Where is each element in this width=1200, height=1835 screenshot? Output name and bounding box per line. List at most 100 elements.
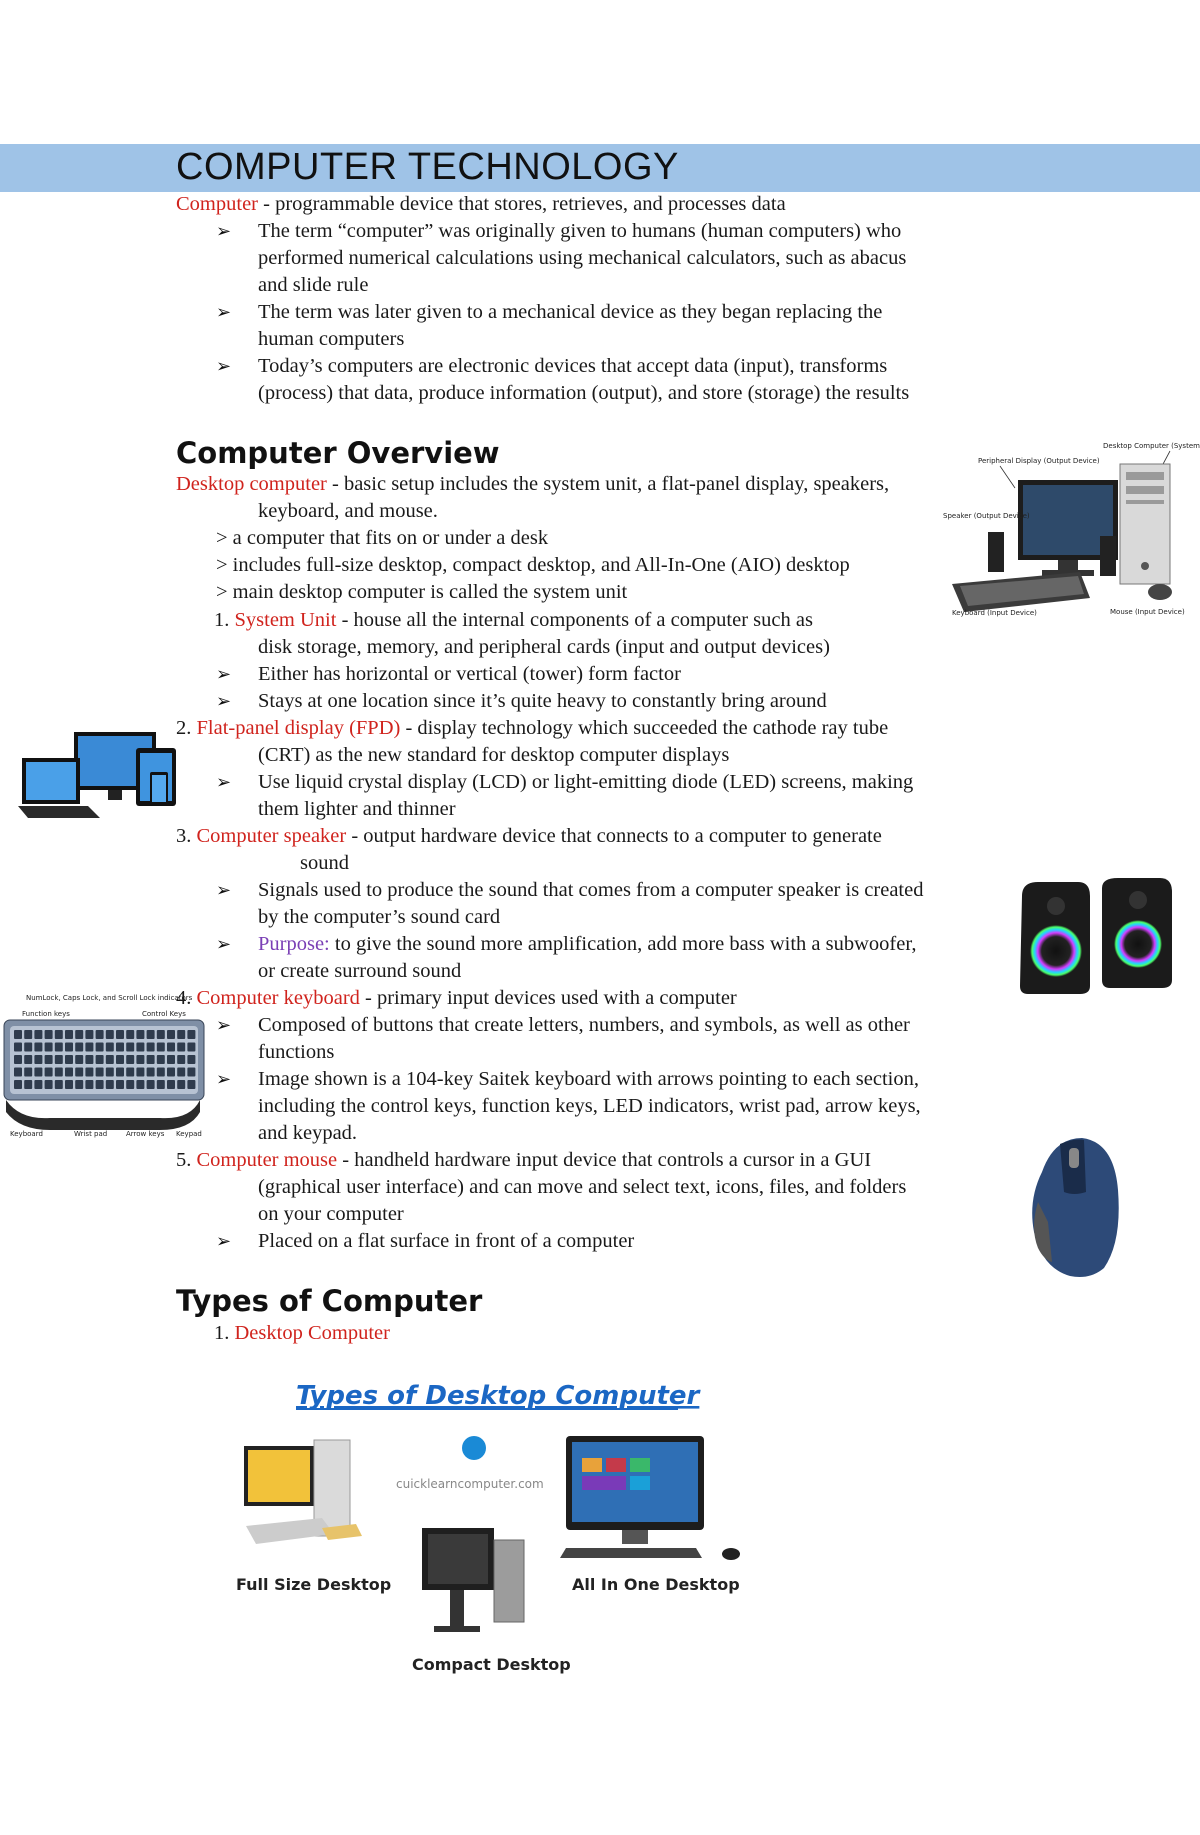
- keyboard-key: [167, 1055, 175, 1064]
- keyboard-keys: [14, 1030, 196, 1089]
- keyboard-key: [44, 1080, 53, 1089]
- keyboard-key: [146, 1055, 155, 1064]
- page-title: COMPUTER TECHNOLOGY: [176, 146, 679, 188]
- label-full-size-desktop: Full Size Desktop: [236, 1575, 391, 1594]
- label-desktop-computer: Desktop Computer (System Unit): [1103, 442, 1200, 450]
- bullet-icon: ➢: [216, 691, 232, 711]
- keyboard-bullet-1-line-1: Composed of buttons that create letters,…: [258, 1014, 910, 1036]
- keyboard-key: [136, 1055, 145, 1064]
- label-compact-desktop: Compact Desktop: [412, 1655, 571, 1674]
- keyboard-key: [187, 1055, 196, 1064]
- keyboard-key: [146, 1080, 155, 1089]
- keyboard-key: [126, 1080, 135, 1089]
- keyboard-key: [65, 1067, 73, 1077]
- keyboard-key: [65, 1080, 73, 1089]
- keyboard-key: [146, 1067, 155, 1077]
- intro-definition: Computer - programmable device that stor…: [176, 193, 786, 215]
- keyboard-bullet-1-line-2: functions: [258, 1041, 335, 1063]
- bullet-icon: ➢: [216, 221, 232, 241]
- keyboard-key: [95, 1055, 104, 1064]
- keyboard-key: [34, 1067, 43, 1077]
- heading-computer-overview: Computer Overview: [176, 436, 500, 470]
- speaker-item: 3. Computer speaker - output hardware de…: [176, 825, 882, 847]
- desktop-definition-line-2: keyboard, and mouse.: [258, 500, 438, 522]
- keyboard-bullet-2-line-2: including the control keys, function key…: [258, 1095, 921, 1117]
- keyboard-key: [167, 1080, 175, 1089]
- fpd-bullet-line-2: them lighter and thinner: [258, 798, 456, 820]
- label-mouse-input: Mouse (Input Device): [1110, 608, 1185, 616]
- keyboard-key: [136, 1067, 145, 1077]
- keyboard-key: [116, 1080, 124, 1089]
- bullet-icon: ➢: [216, 356, 232, 376]
- types-image-title: Types of Desktop Computer: [296, 1381, 702, 1411]
- keyboard-diagram-image: NumLock, Caps Lock, and Scroll Lock indi…: [0, 992, 210, 1138]
- label-lock-indicators: NumLock, Caps Lock, and Scroll Lock indi…: [26, 994, 193, 1002]
- keyboard-key: [85, 1055, 94, 1064]
- mouse-bullet-1: Placed on a flat surface in front of a c…: [258, 1230, 635, 1252]
- intro-bullet-2-line-2: human computers: [258, 328, 405, 350]
- keyboard-key: [44, 1067, 53, 1077]
- keyboard-key: [24, 1080, 33, 1089]
- keyboard-key: [44, 1030, 53, 1039]
- keyboard-key: [44, 1042, 53, 1052]
- term-flat-panel-display: Flat-panel display (FPD): [196, 717, 401, 739]
- system-unit-bullet-1: Either has horizontal or vertical (tower…: [258, 663, 681, 685]
- keyboard-key: [34, 1055, 43, 1064]
- term-desktop-computer-type: Desktop Computer: [234, 1322, 390, 1344]
- keyboard-key: [95, 1042, 104, 1052]
- keyboard-key: [14, 1080, 22, 1089]
- keyboard-key: [126, 1042, 135, 1052]
- system-unit-line-2: disk storage, memory, and peripheral car…: [258, 636, 830, 658]
- bullet-icon: ➢: [216, 934, 232, 954]
- keyboard-key: [95, 1067, 104, 1077]
- keyboard-key: [95, 1080, 104, 1089]
- intro-bullet-1-line-2: performed numerical calculations using m…: [258, 247, 907, 269]
- intro-bullet-1-line-3: and slide rule: [258, 274, 369, 296]
- mouse-image: [1024, 1132, 1126, 1280]
- desktop-note-1: > a computer that fits on or under a des…: [216, 527, 549, 549]
- keyboard-bullet-2-line-1: Image shown is a 104-key Saitek keyboard…: [258, 1068, 919, 1090]
- keyboard-key: [54, 1067, 63, 1077]
- keyboard-key: [105, 1042, 114, 1052]
- keyboard-key: [85, 1030, 94, 1039]
- heading-types-of-computer: Types of Computer: [176, 1284, 483, 1318]
- intro-bullet-3-line-2: (process) that data, produce information…: [258, 382, 910, 404]
- keyboard-key: [156, 1042, 165, 1052]
- label-keyboard: Keyboard: [10, 1130, 43, 1138]
- keyboard-key: [146, 1042, 155, 1052]
- system-unit-item: 1. System Unit - house all the internal …: [214, 609, 813, 631]
- fpd-bullet-line-1: Use liquid crystal display (LCD) or ligh…: [258, 771, 914, 793]
- speaker-bullet-1-line-1: Signals used to produce the sound that c…: [258, 879, 924, 901]
- keyboard-key: [14, 1055, 22, 1064]
- mouse-line-3: on your computer: [258, 1203, 404, 1225]
- keyboard-key: [187, 1042, 196, 1052]
- keyboard-key: [156, 1030, 165, 1039]
- label-keypad: Keypad: [176, 1130, 202, 1138]
- keyboard-key: [75, 1055, 84, 1064]
- keyboard-key: [187, 1067, 196, 1077]
- label-function-keys: Function keys: [22, 1010, 70, 1018]
- mouse-item: 5. Computer mouse - handheld hardware in…: [176, 1149, 872, 1171]
- keyboard-key: [54, 1030, 63, 1039]
- bullet-icon: ➢: [216, 1015, 232, 1035]
- keyboard-key: [167, 1030, 175, 1039]
- keyboard-key: [116, 1030, 124, 1039]
- keyboard-key: [85, 1067, 94, 1077]
- keyboard-key: [75, 1080, 84, 1089]
- keyboard-key: [14, 1067, 22, 1077]
- keyboard-key: [105, 1080, 114, 1089]
- term-computer-mouse: Computer mouse: [196, 1149, 338, 1171]
- keyboard-key: [75, 1042, 84, 1052]
- bullet-icon: ➢: [216, 1069, 232, 1089]
- term-desktop-computer: Desktop computer: [176, 473, 327, 495]
- bullet-icon: ➢: [216, 302, 232, 322]
- keyboard-key: [187, 1030, 196, 1039]
- keyboard-key: [65, 1030, 73, 1039]
- bullet-icon: ➢: [216, 1231, 232, 1251]
- keyboard-key: [65, 1055, 73, 1064]
- keyboard-key: [177, 1042, 186, 1052]
- keyboard-key: [116, 1042, 124, 1052]
- keyboard-key: [24, 1030, 33, 1039]
- keyboard-key: [24, 1067, 33, 1077]
- keyboard-key: [24, 1055, 33, 1064]
